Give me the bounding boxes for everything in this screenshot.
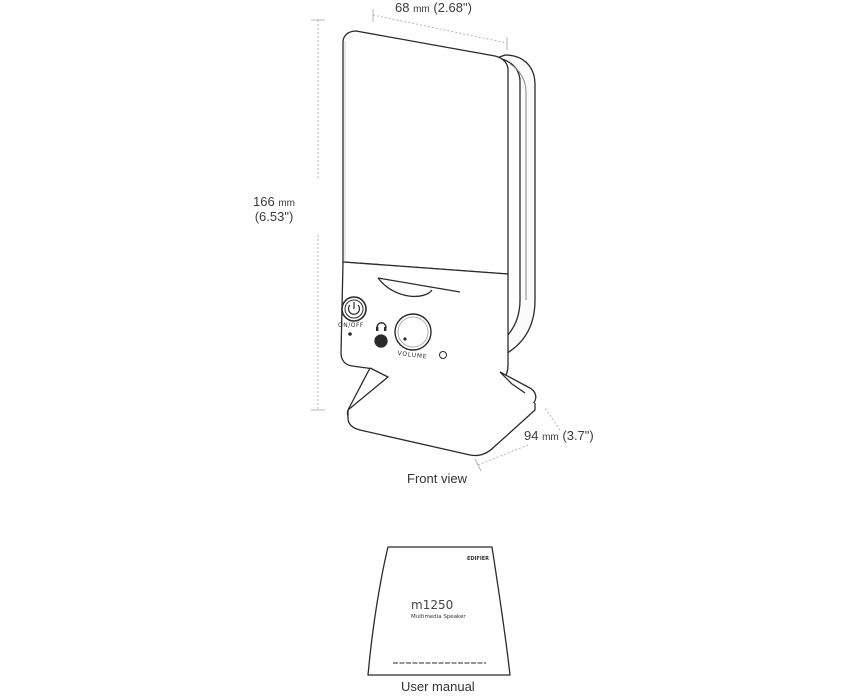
width-inches: (2.68") xyxy=(433,0,472,15)
width-value: 68 xyxy=(395,0,410,15)
width-dimension-line xyxy=(372,9,508,50)
power-label: ON/OFF xyxy=(338,322,364,329)
user-manual-caption: User manual xyxy=(401,679,475,694)
speaker-grille xyxy=(342,30,509,275)
height-unit: mm xyxy=(278,198,295,209)
height-value: 166 xyxy=(253,194,275,209)
width-unit: mm xyxy=(413,4,430,15)
height-inches: (6.53") xyxy=(254,209,294,224)
depth-unit: mm xyxy=(542,432,559,443)
control-panel xyxy=(340,261,509,385)
status-ring xyxy=(439,351,447,359)
power-button xyxy=(341,296,367,322)
manual-brand: EDIFIER xyxy=(467,556,489,562)
speaker-illustration xyxy=(340,30,537,457)
width-dimension-label: 68 mm (2.68") xyxy=(395,0,472,15)
depth-value: 94 xyxy=(524,428,539,443)
power-led xyxy=(348,332,352,336)
headphone-jack xyxy=(374,334,388,348)
manual-subtitle: Multimedia Speaker xyxy=(411,614,466,620)
depth-dimension-line xyxy=(474,407,561,472)
headphone-icon xyxy=(376,322,387,329)
volume-knob xyxy=(394,313,432,351)
user-manual-illustration xyxy=(367,546,511,676)
depth-inches: (3.7") xyxy=(562,428,594,443)
height-dimension-line xyxy=(311,19,325,411)
manual-model: m1250 xyxy=(411,598,454,612)
front-view-caption: Front view xyxy=(407,471,467,486)
manual-cover xyxy=(367,546,511,676)
depth-dimension-label: 94 mm (3.7") xyxy=(524,428,594,443)
height-dimension-label: 166 mm (6.53") xyxy=(253,194,295,224)
